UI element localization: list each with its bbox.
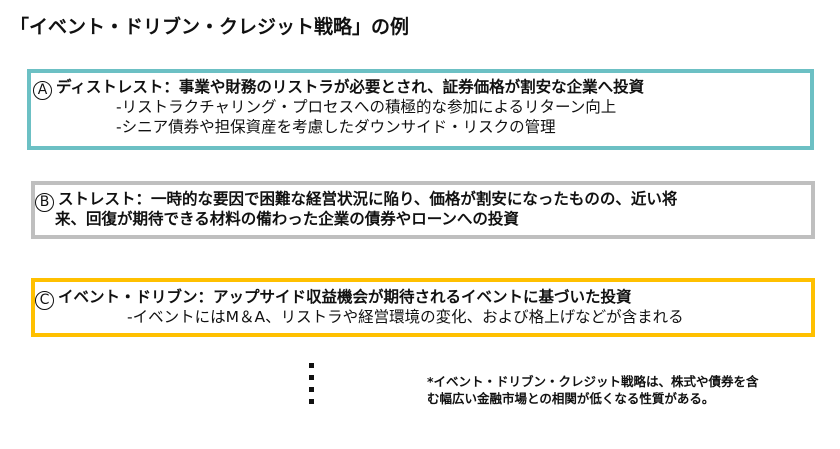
distressed-bullet-1: -リストラクチャリング・プロセスへの積極的な参加によるリターン向上 [116, 98, 617, 116]
footnote-line-2: む幅広い金融市場との相関が低くなる性質がある。 [427, 391, 715, 406]
ellipsis-dot [309, 399, 314, 404]
footnote: *イベント・ドリブン・クレジット戦略は、株式や債券を含 む幅広い金融市場との相関… [427, 373, 759, 407]
stressed-heading-1: ストレスト：一時的な要因で困難な経営状況に陥り、価格が割安になったものの、近い将 [58, 190, 678, 208]
ellipsis-dot [309, 375, 314, 380]
event-driven-bullet-1: -イベントにはM＆A、リストラや経営環境の変化、および格上げなどが含まれる [127, 308, 684, 326]
vertical-ellipsis-icon [309, 363, 315, 411]
distressed-heading: ディストレスト：事業や財務のリストラが必要とされ、証券価格が割安な企業へ投資 [56, 78, 645, 96]
distressed-bullet-2: -シニア債券や担保資産を考慮したダウンサイド・リスクの管理 [116, 118, 556, 136]
page-title: 「イベント・ドリブン・クレジット戦略」の例 [10, 16, 410, 38]
stressed-heading-line-2: 来、回復が期待できる材料の備わった企業の債券やローンへの投資 [55, 210, 519, 228]
circled-b-marker: B [35, 193, 54, 212]
footnote-line-1: *イベント・ドリブン・クレジット戦略は、株式や債券を含 [427, 374, 759, 389]
ellipsis-dot [309, 363, 314, 368]
event-driven-heading: イベント・ドリブン：アップサイド収益機会が期待されるイベントに基づいた投資 [58, 288, 632, 306]
circled-a-marker: A [33, 81, 52, 100]
circled-c-marker: C [35, 291, 54, 310]
ellipsis-dot [309, 387, 314, 392]
